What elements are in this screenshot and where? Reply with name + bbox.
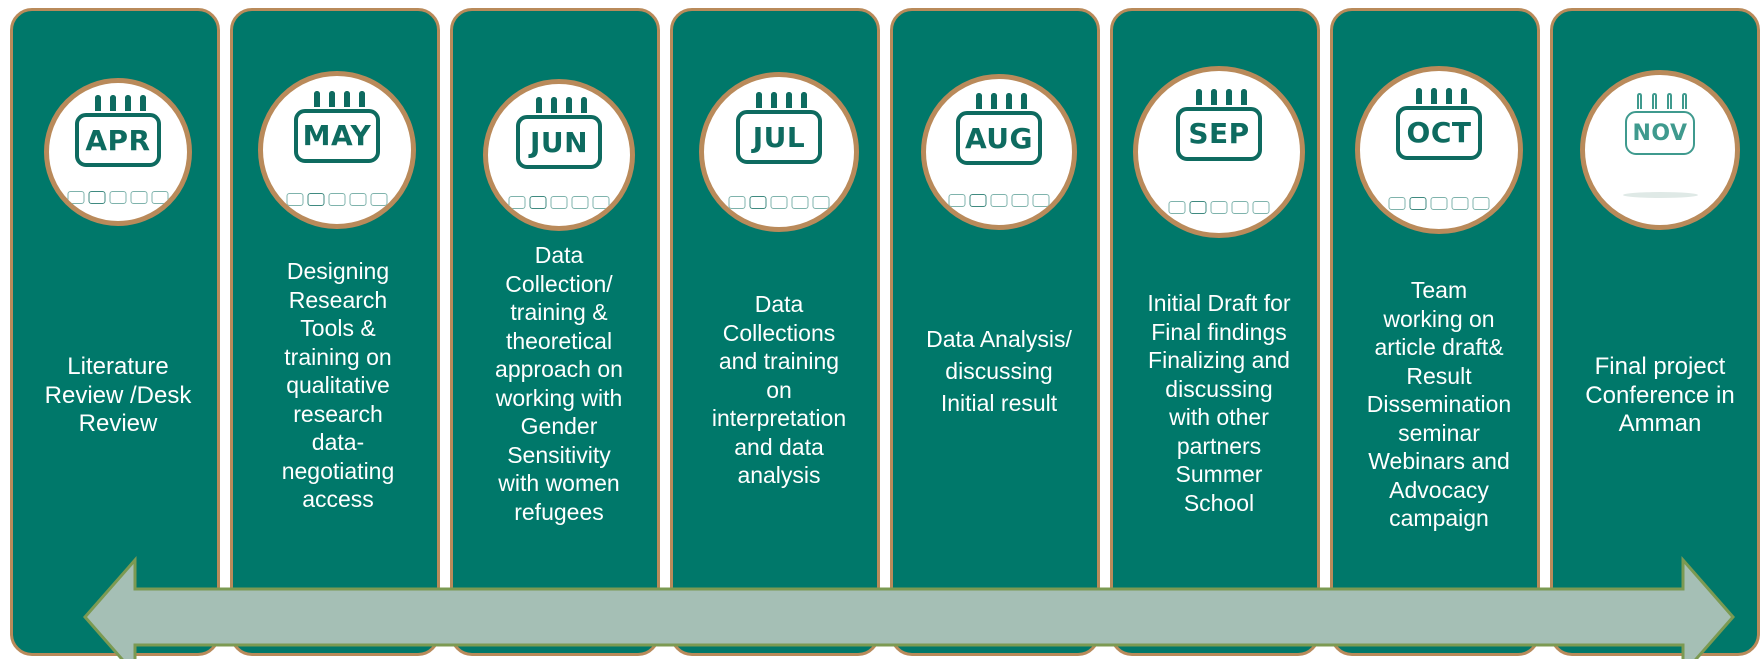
mini-calendar-icon <box>1388 197 1406 211</box>
calendar-icon: SEP <box>1176 88 1262 161</box>
milestone-text: Data Collections and training on interpr… <box>711 291 847 488</box>
mini-calendar-icon <box>109 191 127 205</box>
mini-calendar-icon <box>770 196 788 209</box>
milestone-text: Designing Research Tools & training on q… <box>281 258 395 512</box>
mini-calendar-icon <box>1451 197 1469 211</box>
mini-calendar-icon <box>286 193 304 207</box>
mini-calendar-icons <box>67 191 169 205</box>
mini-calendar-icon <box>749 196 767 209</box>
mini-calendar-icons <box>1168 200 1270 214</box>
mini-calendar-icons <box>1388 197 1490 211</box>
milestone-text: Literature Review /Desk Review <box>44 353 192 437</box>
mini-calendar-icons <box>508 195 610 209</box>
mini-calendar-icon <box>571 195 589 209</box>
milestone-text: Data Analysis/ discussing Initial result <box>926 326 1072 416</box>
mini-calendar-icon <box>1231 200 1249 214</box>
month-label: NOV <box>1632 120 1688 146</box>
month-label: JUN <box>529 125 589 159</box>
mini-calendar-icon <box>990 194 1008 208</box>
milestone-text: Final project Conference in Amman <box>1585 353 1735 437</box>
mini-calendar-icon <box>151 191 169 205</box>
milestone-text: Data Collection/ training & theoretical … <box>495 242 623 525</box>
mini-calendar-icon <box>728 196 746 209</box>
mini-calendar-icon <box>307 193 325 207</box>
month-label: OCT <box>1406 116 1472 150</box>
month-badge: SEP <box>1133 66 1305 238</box>
mini-calendar-icon <box>88 191 106 205</box>
mini-calendar-icon <box>1032 194 1050 208</box>
calendar-icon: JUL <box>736 92 822 164</box>
mini-calendar-icon <box>508 195 526 209</box>
mini-calendar-icon <box>1252 200 1270 214</box>
mini-calendar-icon <box>529 195 547 209</box>
mini-calendar-icon <box>812 196 830 209</box>
month-label: APR <box>85 123 151 157</box>
month-badge: OCT <box>1355 66 1523 234</box>
calendar-icon: MAY <box>294 90 380 163</box>
mini-calendar-icon <box>1472 197 1490 211</box>
mini-calendar-icon <box>969 194 987 208</box>
mini-calendar-icon <box>1210 200 1228 214</box>
month-badge: AUG <box>921 74 1077 230</box>
month-badge: APR <box>44 78 192 226</box>
calendar-icon: JUN <box>516 97 602 170</box>
milestone-text: Initial Draft for Final findings Finaliz… <box>1147 290 1291 516</box>
month-label: JUL <box>752 120 806 154</box>
mini-calendar-icons <box>948 194 1050 208</box>
mini-calendar-icon <box>592 195 610 209</box>
mini-calendar-icon <box>370 193 388 207</box>
mini-calendar-icon <box>1189 200 1207 214</box>
month-badge: MAY <box>258 71 416 229</box>
month-badge: JUN <box>483 79 635 231</box>
mini-calendar-icon <box>67 191 85 205</box>
month-label: SEP <box>1188 117 1250 151</box>
mini-calendar-icon <box>550 195 568 209</box>
mini-calendar-icon <box>1011 194 1029 208</box>
mini-calendar-icon <box>130 191 148 205</box>
mini-calendar-icon <box>1430 197 1448 211</box>
month-label: AUG <box>964 121 1034 155</box>
calendar-icon: APR <box>75 95 161 168</box>
calendar-icon: AUG <box>956 93 1042 166</box>
month-badge: NOV <box>1580 70 1740 230</box>
mini-calendar-icon <box>1168 200 1186 214</box>
mini-calendar-icon <box>1409 197 1427 211</box>
mini-calendar-icon <box>349 193 367 207</box>
badge-shadow <box>1622 192 1698 198</box>
mini-calendar-icon <box>948 194 966 208</box>
calendar-icon: NOV <box>1625 93 1695 155</box>
month-badge: JUL <box>699 72 859 232</box>
mini-calendar-icon <box>328 193 346 207</box>
calendar-icon: OCT <box>1396 87 1482 160</box>
month-label: MAY <box>302 119 372 153</box>
mini-calendar-icons <box>728 196 830 209</box>
mini-calendar-icons <box>286 193 388 207</box>
milestone-text: Team working on article draft& Result Di… <box>1366 277 1512 531</box>
mini-calendar-icon <box>791 196 809 209</box>
